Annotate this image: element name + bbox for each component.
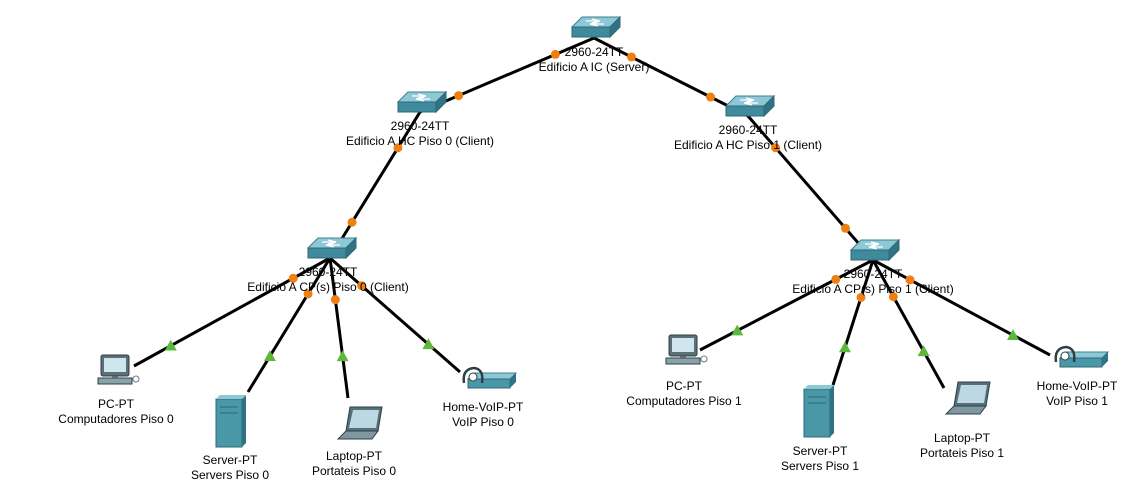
link-core-hc1[interactable] <box>593 36 749 118</box>
voip0-model: Home-VoIP-PT <box>442 400 524 414</box>
port-status-blocking-icon-cp1-to-hc1 <box>840 223 850 233</box>
srv0-model: Server-PT <box>202 453 258 467</box>
srv1-model: Server-PT <box>792 444 848 458</box>
cp0-switch-name: Edificio A CP(s) Piso 0 (Client) <box>247 280 409 294</box>
hc0-switch-label: 2960-24TT Edificio A HC Piso 0 (Client) <box>346 119 494 149</box>
port-status-up-icon-lap1-to-cp1 <box>917 345 930 357</box>
pc0-model: PC-PT <box>98 397 134 411</box>
srv0-server-icon[interactable] <box>215 394 247 448</box>
voip1-voip-phone-icon[interactable] <box>1054 345 1110 369</box>
pc0-pc-icon[interactable] <box>97 354 140 385</box>
voip0-label: Home-VoIP-PT VoIP Piso 0 <box>443 400 524 430</box>
cp0-switch-model: 2960-24TT <box>298 265 358 279</box>
port-status-up-icon-lap0-to-cp0 <box>336 350 349 362</box>
port-status-blocking-icon-cp1-to-pc1 <box>831 274 841 284</box>
port-status-blocking-icon-hc0-to-cp0 <box>393 143 403 153</box>
port-status-blocking-icon-hc0-to-core <box>454 91 464 101</box>
port-status-blocking-icon-cp0-to-srv0 <box>303 289 313 299</box>
links-layer <box>133 36 1051 399</box>
ports-layer <box>164 49 1019 362</box>
hc0-switch-name: Edificio A HC Piso 0 (Client) <box>345 134 495 148</box>
hc1-switch-model: 2960-24TT <box>718 123 778 137</box>
link-cp1-lap1[interactable] <box>871 259 946 389</box>
port-status-blocking-icon-cp0-to-lap0 <box>330 295 340 305</box>
voip1-model: Home-VoIP-PT <box>1036 379 1118 393</box>
cp0-switch-label: 2960-24TT Edificio A CP(s) Piso 0 (Clien… <box>247 265 408 295</box>
port-status-up-icon-srv0-to-cp0 <box>263 350 276 361</box>
port-status-blocking-icon-cp0-to-hc0 <box>347 217 357 227</box>
voip0-voip-phone-icon[interactable] <box>462 366 518 390</box>
pc1-model: PC-PT <box>666 379 702 393</box>
port-status-up-icon-pc1-to-cp1 <box>731 324 744 336</box>
lap1-label: Laptop-PT Portateis Piso 1 <box>920 431 1004 461</box>
pc1-label: PC-PT Computadores Piso 1 <box>626 379 741 409</box>
hc1-switch-icon[interactable] <box>725 95 775 117</box>
core-switch-model: 2960-24TT <box>564 45 624 59</box>
lap0-laptop-icon[interactable] <box>337 406 383 440</box>
link-hc1-cp1[interactable] <box>746 115 875 261</box>
core-switch-label: 2960-24TT Edificio A IC (Server) <box>539 45 650 75</box>
link-cp1-pc1[interactable] <box>699 258 874 352</box>
link-cp0-lap0[interactable] <box>328 257 350 399</box>
link-core-hc0[interactable] <box>419 36 595 114</box>
srv0-label: Server-PT Servers Piso 0 <box>191 453 269 483</box>
port-status-up-icon-voip1-to-cp1 <box>1006 329 1019 340</box>
port-status-blocking-icon-cp1-to-voip1 <box>905 275 915 285</box>
port-status-blocking-icon-cp0-to-pc0 <box>288 273 298 283</box>
voip0-name: VoIP Piso 0 <box>452 415 514 429</box>
link-cp1-voip1[interactable] <box>872 258 1051 357</box>
port-status-blocking-icon-hc1-to-core <box>706 92 716 102</box>
link-cp0-srv0[interactable] <box>246 257 332 393</box>
link-cp1-srv1[interactable] <box>831 259 875 386</box>
lap1-name: Portateis Piso 1 <box>919 446 1005 460</box>
port-status-blocking-icon-core-to-hc0 <box>550 49 560 59</box>
lap0-label: Laptop-PT Portateis Piso 0 <box>312 449 396 479</box>
cp0-switch-icon[interactable] <box>307 237 357 259</box>
hc0-switch-model: 2960-24TT <box>390 119 450 133</box>
link-hc0-cp0[interactable] <box>328 111 422 259</box>
port-status-blocking-icon-hc1-to-cp1 <box>771 143 781 153</box>
link-cp0-voip0[interactable] <box>329 256 461 374</box>
pc1-name: Computadores Piso 1 <box>626 394 742 408</box>
cp1-switch-label: 2960-24TT Edificio A CP(s) Piso 1 (Clien… <box>792 267 953 297</box>
hc1-switch-label: 2960-24TT Edificio A HC Piso 1 (Client) <box>674 123 822 153</box>
pc0-label: PC-PT Computadores Piso 0 <box>58 397 173 427</box>
srv1-server-icon[interactable] <box>803 384 835 438</box>
voip1-name: VoIP Piso 1 <box>1046 394 1108 408</box>
port-status-blocking-icon-cp1-to-lap1 <box>888 292 898 302</box>
port-status-blocking-icon-cp0-to-voip0 <box>357 281 367 291</box>
port-status-blocking-icon-cp1-to-srv1 <box>856 293 866 302</box>
hc1-switch-name: Edificio A HC Piso 1 (Client) <box>673 138 823 152</box>
lap0-model: Laptop-PT <box>325 449 383 463</box>
core-switch-name: Edificio A IC (Server) <box>538 60 650 74</box>
voip1-label: Home-VoIP-PT VoIP Piso 1 <box>1037 379 1118 409</box>
icons-layer <box>97 16 1110 448</box>
hc0-switch-icon[interactable] <box>397 91 447 113</box>
lap0-name: Portateis Piso 0 <box>311 464 397 478</box>
cp1-switch-name: Edificio A CP(s) Piso 1 (Client) <box>792 282 954 296</box>
srv1-label: Server-PT Servers Piso 1 <box>781 444 859 474</box>
srv0-name: Servers Piso 0 <box>190 468 270 482</box>
lap1-laptop-icon[interactable] <box>945 381 991 415</box>
port-status-blocking-icon-core-to-hc1 <box>626 52 636 62</box>
lap1-model: Laptop-PT <box>933 431 991 445</box>
port-status-up-icon-srv1-to-cp1 <box>839 341 851 353</box>
cp1-switch-icon[interactable] <box>850 239 900 261</box>
cp1-switch-model: 2960-24TT <box>843 267 903 281</box>
core-switch-icon[interactable] <box>571 16 621 38</box>
port-status-up-icon-voip0-to-cp0 <box>422 338 435 350</box>
pc0-name: Computadores Piso 0 <box>58 412 174 426</box>
srv1-name: Servers Piso 1 <box>780 459 860 473</box>
port-status-up-icon-pc0-to-cp0 <box>164 339 177 351</box>
